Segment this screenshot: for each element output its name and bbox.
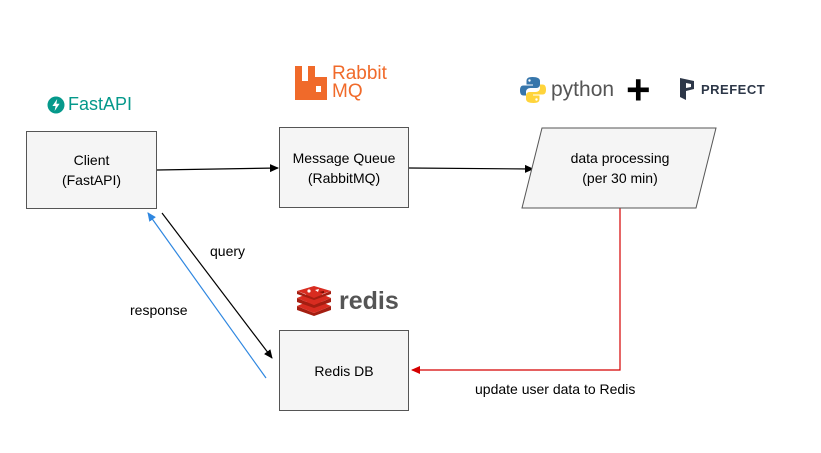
message-queue-node: Message Queue (RabbitMQ) [279,127,409,208]
data-processing-title: data processing [570,150,670,166]
prefect-logo-text: PREFECT [701,81,766,97]
client-node: Client (FastAPI) [26,131,157,209]
rabbitmq-logo-text-top: Rabbit [332,63,387,84]
data-processing-node [521,127,717,209]
rabbitmq-logo: Rabbit MQ [293,64,387,102]
query-label: query [210,243,246,259]
rabbitmq-logo-text-bottom: MQ [332,81,363,102]
arrow-client-to-queue [156,164,279,173]
python-icon [520,77,546,103]
client-node-subtitle: (FastAPI) [61,172,122,188]
arrow-update-redis [411,208,621,374]
data-processing-text: data processing (per 30 min) [530,127,710,209]
python-logo: python [519,76,614,104]
redis-db-node-title: Redis DB [314,362,374,379]
redis-cube-icon [297,286,331,316]
prefect-icon [680,78,694,100]
fastapi-bolt-icon [47,96,65,113]
arrow-queue-to-processing [408,164,534,173]
response-label: response [130,302,188,318]
message-queue-node-subtitle: (RabbitMQ) [307,169,381,186]
rabbitmq-icon [295,66,327,100]
redis-db-node: Redis DB [279,330,409,411]
python-logo-text: python [551,78,615,101]
arrow-response [147,212,267,379]
fastapi-logo-text: FastAPI [68,94,133,114]
data-processing-subtitle: (per 30 min) [582,170,658,186]
client-node-title: Client [73,152,110,168]
arrow-query [161,212,273,359]
prefect-logo: PREFECT [679,77,765,101]
message-queue-node-title: Message Queue [292,149,396,166]
redis-logo: redis [295,286,399,316]
plus-sign: + [626,66,651,113]
fastapi-logo: FastAPI [47,94,132,115]
redis-logo-text: redis [339,286,399,315]
update-label: update user data to Redis [475,381,636,397]
